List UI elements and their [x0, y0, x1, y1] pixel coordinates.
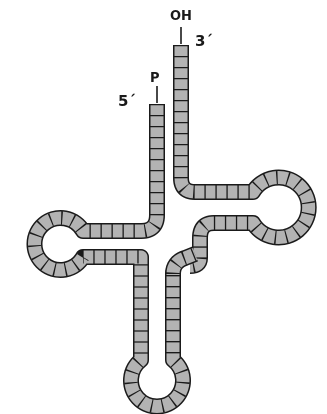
three-prime-label: 3´: [195, 32, 213, 50]
five-prime-strand: [34, 104, 183, 406]
oh-label: OH: [170, 9, 192, 24]
phosphate-label: P: [150, 71, 160, 86]
three-prime-strand: [181, 45, 309, 266]
five-prime-label: 5´: [118, 92, 136, 110]
trna-strands: [34, 45, 308, 406]
